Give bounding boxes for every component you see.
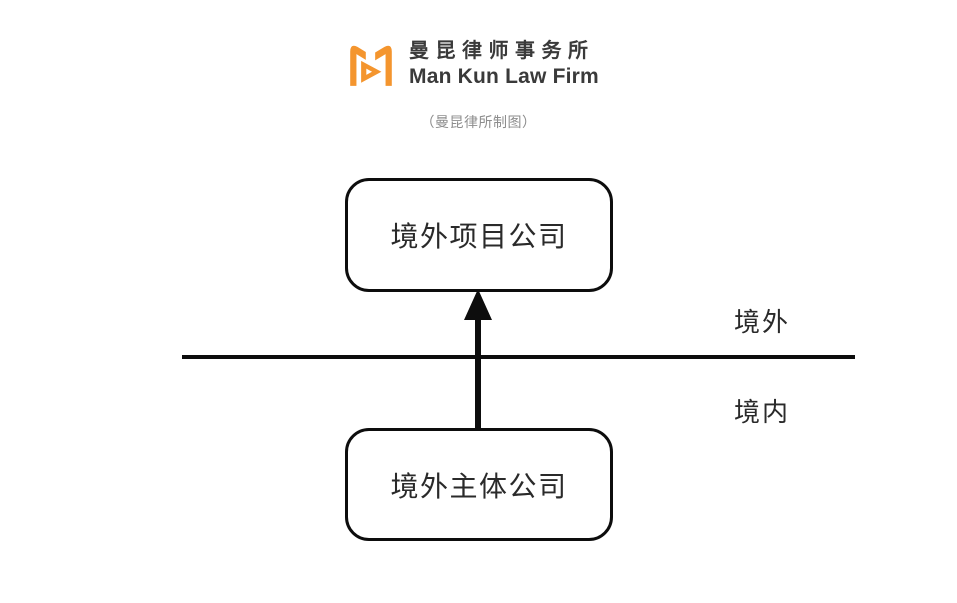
brand-header: 曼昆律师事务所 Man Kun Law Firm [345, 38, 599, 90]
node-offshore-project-company[interactable]: 境外项目公司 [345, 178, 613, 292]
jurisdiction-label-domestic: 境内 [733, 397, 790, 427]
node-offshore-project-company-label: 境外项目公司 [390, 221, 568, 252]
node-offshore-entity-company-label: 境外主体公司 [390, 470, 568, 502]
jurisdiction-label-overseas: 境外 [733, 307, 790, 337]
node-offshore-entity-company[interactable]: 境外主体公司 [345, 428, 613, 541]
figure-caption: （曼昆律所制图） [420, 114, 537, 130]
jurisdiction-divider-line [182, 355, 855, 359]
brand-text-block: 曼昆律师事务所 Man Kun Law Firm [409, 41, 599, 87]
brand-name-english: Man Kun Law Firm [409, 65, 599, 88]
mankun-m-logo-icon [345, 38, 397, 90]
brand-name-chinese: 曼昆律师事务所 [409, 40, 595, 62]
